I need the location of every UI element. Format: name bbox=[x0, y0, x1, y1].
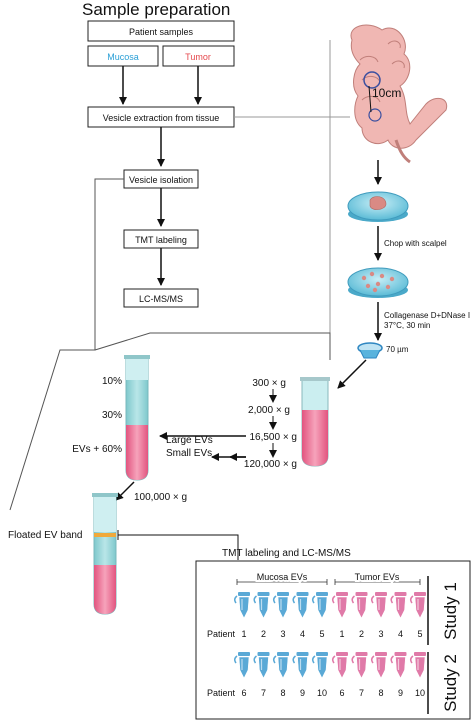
patient-number: 3 bbox=[378, 629, 383, 639]
tmt-labeling-label: TMT labeling bbox=[135, 235, 187, 245]
patient-number: 8 bbox=[280, 688, 285, 698]
vesicle-extraction-box: Vesicle extraction from tissue bbox=[87, 106, 235, 128]
tissue-site-marker bbox=[363, 71, 381, 89]
mucosa-evs-label: Mucosa EVs bbox=[257, 572, 308, 582]
microtube-icon bbox=[370, 652, 387, 679]
patient-number: 8 bbox=[378, 688, 383, 698]
mucosa-box: Mucosa bbox=[87, 45, 159, 67]
study1-label: Study 1 bbox=[441, 582, 460, 640]
patient-number: 2 bbox=[359, 629, 364, 639]
spin-step-1: 300 × g bbox=[252, 378, 286, 389]
patient-number: 5 bbox=[417, 629, 422, 639]
patient-samples-box: Patient samples bbox=[87, 20, 235, 42]
collagenase-label-2: 37°C, 30 min bbox=[384, 321, 430, 330]
microtube-icon bbox=[390, 652, 407, 679]
microtube-icon bbox=[351, 652, 368, 679]
small-evs-label: Small EVs bbox=[166, 448, 212, 459]
collagenase-label-1: Collagenase D+DNase I bbox=[384, 311, 470, 320]
microtube-icon bbox=[311, 592, 328, 619]
zoom-line-top bbox=[94, 332, 331, 360]
chop-label: Chop with scalpel bbox=[384, 239, 447, 248]
vesicle-isolation-box: Vesicle isolation bbox=[123, 169, 199, 189]
microtube-icon bbox=[253, 592, 270, 619]
length-label: 10cm bbox=[372, 86, 401, 100]
colon-illustration bbox=[350, 24, 448, 164]
tissue-site-marker-2 bbox=[368, 108, 382, 122]
patient-number: 10 bbox=[415, 688, 425, 698]
ev-band bbox=[94, 533, 116, 537]
tumor-evs-header bbox=[334, 579, 421, 585]
floated-band-tube bbox=[92, 493, 118, 615]
petri-dish-chopped bbox=[347, 191, 409, 222]
arrow-final-spin bbox=[115, 481, 135, 501]
study2-label: Study 2 bbox=[441, 654, 460, 712]
vesicle-isolation-label: Vesicle isolation bbox=[129, 175, 193, 185]
centrifuge-tube bbox=[300, 377, 330, 467]
mucosa-label: Mucosa bbox=[107, 52, 139, 62]
microtube-icon bbox=[390, 592, 407, 619]
gradient-tube bbox=[124, 355, 150, 481]
microtube-icon bbox=[233, 652, 250, 679]
spin-step-3: 16,500 × g bbox=[249, 432, 297, 443]
microtube-icon bbox=[253, 652, 270, 679]
patient-number: 7 bbox=[359, 688, 364, 698]
tmt-labeling-box: TMT labeling bbox=[123, 229, 199, 249]
gradient-60-label: EVs + 60% bbox=[72, 444, 122, 455]
patient-number: 4 bbox=[398, 629, 403, 639]
tumor-box: Tumor bbox=[162, 45, 235, 67]
patient-samples-label: Patient samples bbox=[129, 27, 194, 37]
mucosa-evs-header bbox=[236, 579, 328, 585]
patient-number: 6 bbox=[241, 688, 246, 698]
page-title: Sample preparation bbox=[82, 0, 230, 19]
microtube-icon bbox=[292, 592, 309, 619]
patient-number: 4 bbox=[300, 629, 305, 639]
microtube-icon bbox=[409, 652, 426, 679]
petri-dish-digested bbox=[347, 267, 409, 298]
gradient-30-label: 30% bbox=[102, 410, 122, 421]
microtube-icon bbox=[272, 652, 289, 679]
patient-number: 1 bbox=[339, 629, 344, 639]
filter-label: 70 µm bbox=[386, 345, 409, 354]
band-to-panel-connector bbox=[118, 534, 239, 560]
tumor-label: Tumor bbox=[185, 52, 211, 62]
final-spin-label: 100,000 × g bbox=[134, 492, 187, 503]
microtube-icon bbox=[331, 652, 348, 679]
zoom-line-left bbox=[9, 178, 124, 511]
panel-title: TMT labeling and LC-MS/MS bbox=[222, 548, 351, 559]
length-marker bbox=[368, 85, 372, 113]
microtube-icon bbox=[370, 592, 387, 619]
tumor-evs-label: Tumor EVs bbox=[355, 572, 400, 582]
gradient-10-label: 10% bbox=[102, 376, 122, 387]
microtube-icon bbox=[272, 592, 289, 619]
arrow-filter-to-tube bbox=[337, 359, 367, 389]
large-evs-label: Large EVs bbox=[166, 435, 213, 446]
floated-band-label: Floated EV band bbox=[8, 530, 83, 541]
patient-number: 1 bbox=[241, 629, 246, 639]
spin-step-2: 2,000 × g bbox=[248, 405, 290, 416]
study2-patient-label: Patient bbox=[207, 688, 236, 698]
patient-number: 7 bbox=[261, 688, 266, 698]
patient-number: 3 bbox=[280, 629, 285, 639]
study1-patient-label: Patient bbox=[207, 629, 236, 639]
patient-number: 10 bbox=[317, 688, 327, 698]
lcms-box: LC-MS/MS bbox=[123, 288, 199, 308]
microtube-icon bbox=[331, 592, 348, 619]
microtube-icon bbox=[292, 652, 309, 679]
patient-number: 5 bbox=[319, 629, 324, 639]
spin-step-4: 120,000 × g bbox=[244, 459, 297, 470]
cell-strainer-icon bbox=[357, 342, 383, 359]
patient-number: 9 bbox=[300, 688, 305, 698]
patient-number: 2 bbox=[261, 629, 266, 639]
vesicle-extraction-label: Vesicle extraction from tissue bbox=[103, 113, 220, 123]
microtube-icon bbox=[311, 652, 328, 679]
patient-number: 9 bbox=[398, 688, 403, 698]
microtube-icon bbox=[233, 592, 250, 619]
microtube-icon bbox=[351, 592, 368, 619]
tmt-panel bbox=[195, 560, 471, 720]
microtube-icon bbox=[409, 592, 426, 619]
patient-number: 6 bbox=[339, 688, 344, 698]
lcms-label: LC-MS/MS bbox=[139, 294, 183, 304]
